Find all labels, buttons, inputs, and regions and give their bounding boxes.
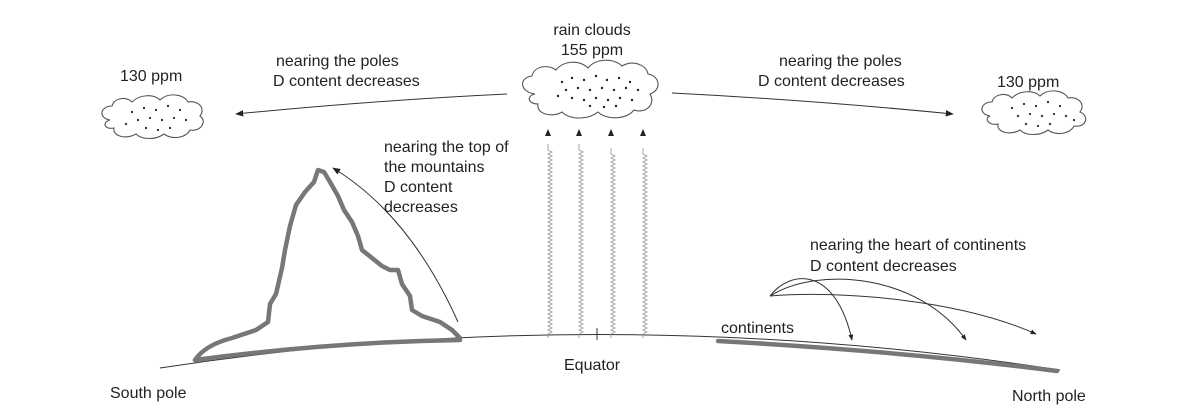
right-poles-line1: nearing the poles <box>779 53 902 70</box>
north-cloud-icon <box>981 90 1087 136</box>
left-poles-line1: nearing the poles <box>276 53 399 70</box>
right-poles-line2: D content decreases <box>758 73 905 90</box>
vapor-line <box>609 148 617 338</box>
vapor-arrow-head <box>576 129 582 136</box>
mountain-outline <box>192 167 463 363</box>
rain-cloud-icon <box>522 59 659 119</box>
equator-label: Equator <box>564 357 621 374</box>
continent-note-line1: nearing the heart of continents <box>810 237 1026 254</box>
right-pole-arrow <box>671 92 954 117</box>
water-vapor-lines <box>546 144 649 338</box>
south-cloud-value: 130 ppm <box>120 68 182 85</box>
mountain-note-line3: D content <box>384 179 453 196</box>
south-cloud-icon <box>101 94 204 140</box>
vapor-arrow-head <box>545 129 551 136</box>
left-poles-line2: D content decreases <box>273 73 420 90</box>
left-pole-arrow <box>235 93 508 117</box>
continent-note-line2: D content decreases <box>810 258 957 275</box>
mountain-note-line2: the mountains <box>384 159 485 176</box>
north-pole-label: North pole <box>1012 388 1086 405</box>
south-pole-label: South pole <box>110 385 187 402</box>
continent-arrow-1 <box>769 278 854 341</box>
southern-land-segment <box>192 337 463 363</box>
vapor-line <box>577 144 585 338</box>
vapor-arrow-head <box>608 129 614 136</box>
continent-arrow-3 <box>769 293 1037 335</box>
mountain-arrow <box>332 167 459 323</box>
rain-clouds-title: rain clouds <box>553 22 630 39</box>
vapor-line <box>546 144 554 338</box>
vapor-arrow-head <box>640 129 646 136</box>
vapor-line <box>641 148 649 338</box>
rain-clouds-value: 155 ppm <box>561 42 623 59</box>
mountain-note-line4: decreases <box>384 199 458 216</box>
mountain-note-line1: nearing the top of <box>384 139 509 156</box>
north-cloud-value: 130 ppm <box>997 74 1059 91</box>
continents-land-segment <box>715 338 1060 374</box>
continents-label: continents <box>721 320 794 337</box>
continent-arrow-2 <box>769 278 967 341</box>
